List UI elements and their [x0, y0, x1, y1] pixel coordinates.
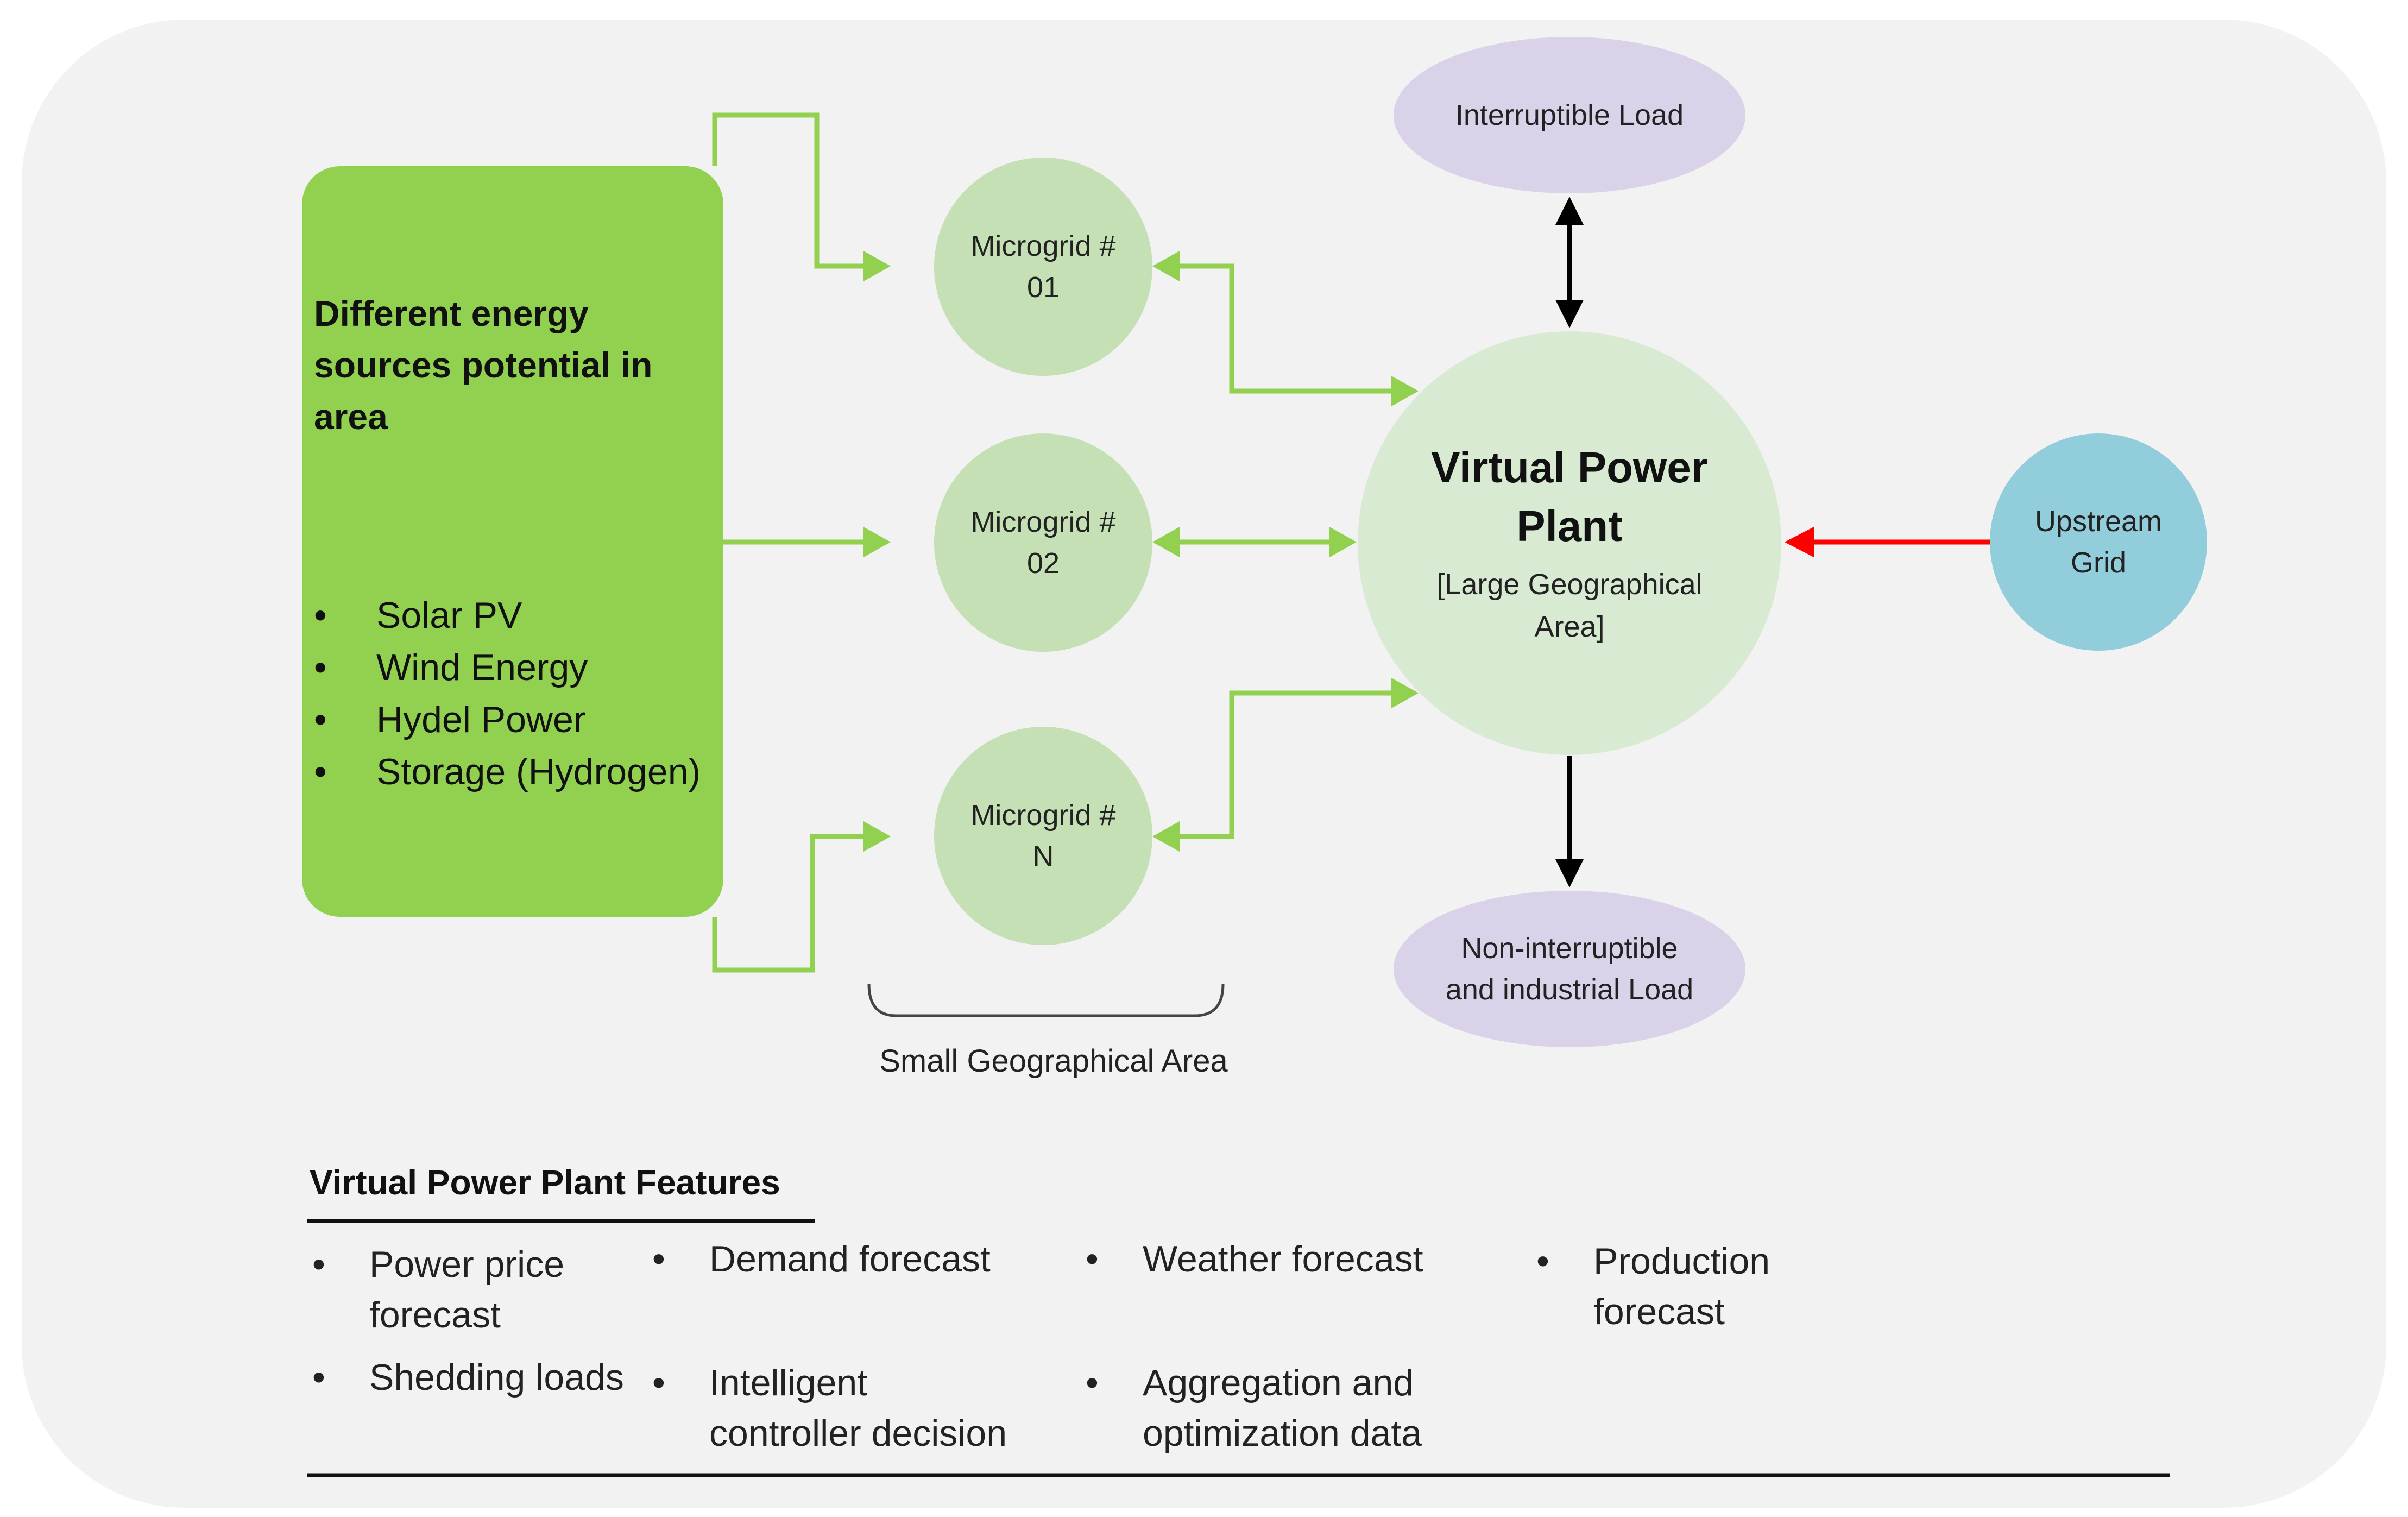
feature-line: forecast — [369, 1294, 501, 1336]
source-to-microgrid-n-arrow — [712, 834, 874, 973]
microgrid-02-label-line1: Microgrid # — [970, 506, 1116, 538]
arrowhead-microgrid-n-in — [863, 821, 891, 852]
vpp-title-line1: Virtual Power — [1431, 443, 1708, 492]
feature-line: Shedding loads — [369, 1357, 624, 1398]
vpp-title-line2: Plant — [1516, 502, 1623, 550]
vpp-node: Virtual Power Plant [Large Geographical … — [1358, 331, 1781, 755]
microgrid-02-node: Microgrid # 02 — [934, 433, 1152, 652]
microgrid-01-label-line2: 01 — [1026, 271, 1060, 304]
microgrid-01-node: Microgrid # 01 — [934, 158, 1152, 376]
arrowhead-microgrid-02-in — [863, 527, 891, 557]
vpp-subtitle-line1: [Large Geographical — [1436, 568, 1703, 601]
energy-sources-title-line2: sources potential in — [314, 345, 653, 385]
interruptible-load-label: Interruptible Load — [1455, 99, 1684, 131]
energy-sources-title-line1: Different energy — [314, 293, 589, 333]
microgrid-n-label-line1: Microgrid # — [970, 799, 1116, 832]
non-interruptible-load-line2: and industrial Load — [1445, 973, 1694, 1006]
arrowhead-non-interruptible — [1555, 859, 1584, 887]
feature-line: controller decision — [709, 1413, 1007, 1454]
vpp-subtitle-line2: Area] — [1534, 610, 1605, 643]
feature-line: Aggregation and — [1143, 1362, 1414, 1403]
energy-source-item: Solar PV — [314, 589, 701, 641]
microgrid-02-label-line2: 02 — [1026, 547, 1060, 580]
feature-line: Demand forecast — [709, 1238, 991, 1280]
microgrid-n-to-vpp-arrow — [1173, 690, 1401, 839]
interruptible-load-node: Interruptible Load — [1394, 37, 1745, 193]
arrowhead-microgrid-01-in — [863, 251, 891, 281]
non-interruptible-load-node: Non-interruptible and industrial Load — [1394, 891, 1745, 1047]
small-area-brace — [867, 984, 1225, 1017]
feature-line: forecast — [1593, 1291, 1725, 1332]
microgrid-n-label-line2: N — [1032, 840, 1054, 873]
energy-sources-box — [302, 166, 723, 917]
arrowhead-vpp-down — [1555, 300, 1584, 328]
feature-line: Power price — [369, 1244, 565, 1285]
arrowhead-vpp-from-n — [1391, 678, 1419, 708]
arrowhead-vpp-from-02 — [1329, 527, 1357, 557]
energy-sources-title-line3: area — [314, 396, 388, 437]
energy-source-item: Storage (Hydrogen) — [314, 746, 701, 798]
arrowhead-upstream-to-vpp — [1785, 527, 1814, 557]
feature-item: Shedding loads — [312, 1352, 624, 1403]
upstream-grid-node: Upstream Grid — [1990, 433, 2207, 651]
feature-line: Weather forecast — [1143, 1238, 1423, 1280]
feature-item: Production forecast — [1536, 1236, 1770, 1337]
feature-item: Aggregation and optimization data — [1086, 1358, 1422, 1459]
arrowhead-interruptible-up — [1555, 197, 1584, 225]
arrowhead-microgrid-01-out — [1152, 251, 1180, 281]
arrowhead-microgrid-n-out — [1152, 821, 1180, 852]
features-title: Virtual Power Plant Features — [310, 1163, 780, 1202]
microgrid-01-to-vpp-arrow — [1173, 263, 1401, 394]
small-area-label: Small Geographical Area — [879, 1043, 1228, 1079]
non-interruptible-load-line1: Non-interruptible — [1461, 932, 1678, 965]
feature-item: Power price forecast — [312, 1239, 565, 1340]
feature-line: Intelligent — [709, 1362, 868, 1403]
feature-item: Intelligent controller decision — [652, 1358, 1007, 1459]
source-to-microgrid-01-arrow — [712, 112, 874, 269]
upstream-grid-line1: Upstream — [2034, 505, 2163, 538]
feature-line: Production — [1593, 1241, 1770, 1282]
upstream-grid-line2: Grid — [2070, 546, 2126, 579]
feature-line: optimization data — [1143, 1413, 1422, 1454]
microgrid-01-label-line1: Microgrid # — [970, 230, 1116, 262]
arrowhead-vpp-from-01 — [1391, 376, 1419, 406]
energy-source-item: Hydel Power — [314, 694, 701, 746]
microgrid-n-node: Microgrid # N — [934, 727, 1152, 945]
energy-source-item: Wind Energy — [314, 641, 701, 694]
arrowhead-microgrid-02-out — [1152, 527, 1180, 557]
energy-sources-title: Different energy sources potential in ar… — [314, 288, 705, 443]
feature-item: Weather forecast — [1086, 1234, 1423, 1285]
feature-item: Demand forecast — [652, 1234, 991, 1285]
energy-sources-list: Solar PV Wind Energy Hydel Power Storage… — [314, 589, 701, 798]
